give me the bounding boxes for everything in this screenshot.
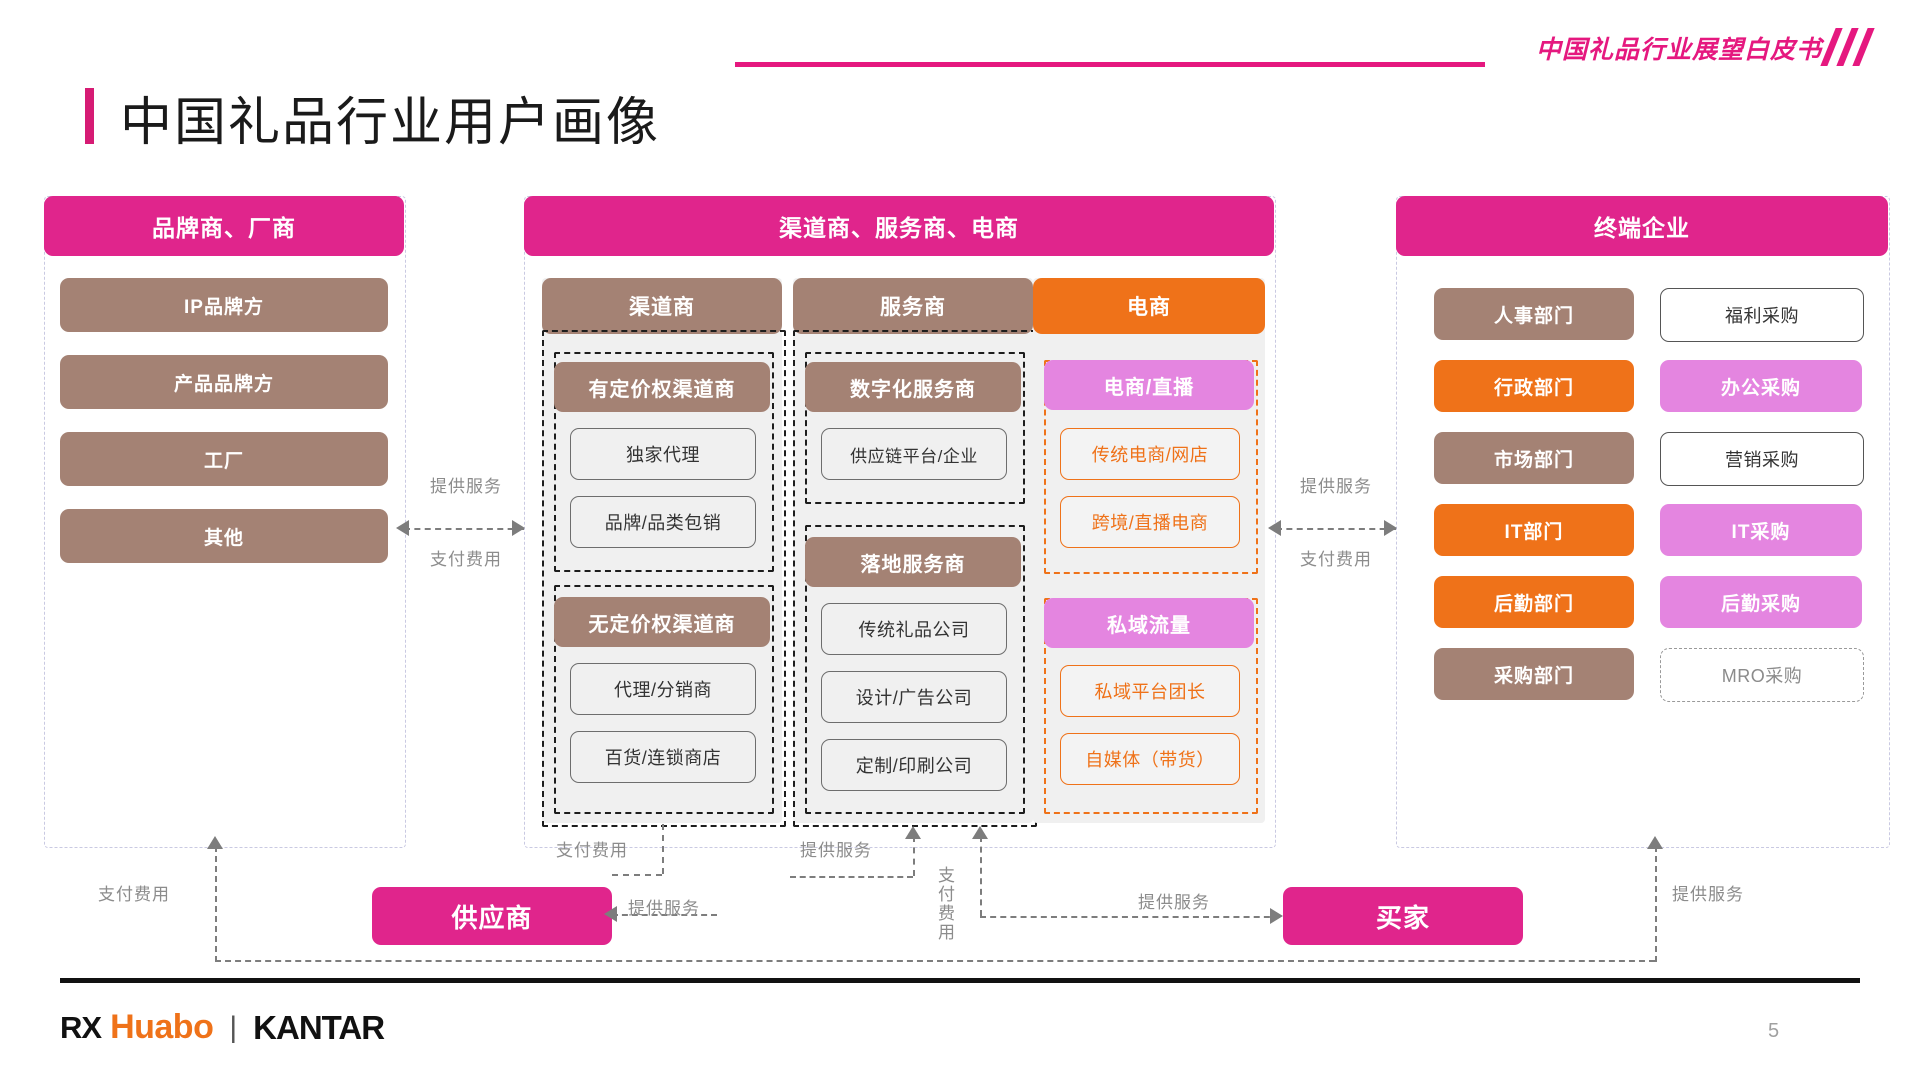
arrow-supplier-out <box>604 906 617 922</box>
brand-huabo-label: Huabo <box>110 1008 214 1046</box>
header-slashes-icon <box>1820 28 1882 68</box>
left-item-3[interactable]: 其他 <box>60 509 388 563</box>
right-purchase-2[interactable]: 营销采购 <box>1660 432 1864 486</box>
connector-channel-to-supplier <box>612 874 662 876</box>
leaf-traditional-gift-company[interactable]: 传统礼品公司 <box>821 603 1007 655</box>
right-dept-2[interactable]: 市场部门 <box>1434 432 1634 484</box>
subgroup-priced-channel-title: 有定价权渠道商 <box>554 362 770 412</box>
arrow-buyer-in <box>1270 908 1283 924</box>
right-dept-1[interactable]: 行政部门 <box>1434 360 1634 412</box>
right-purchase-0[interactable]: 福利采购 <box>1660 288 1864 342</box>
arrow-left-riser <box>207 836 223 849</box>
arrow-middle-right-left <box>1268 520 1281 536</box>
subgroup-digital-service-title: 数字化服务商 <box>805 362 1021 412</box>
label-left-pay-fee: 支付费用 <box>430 550 502 569</box>
footer-rule <box>60 978 1860 983</box>
subgroup-local-service-title: 落地服务商 <box>805 537 1021 587</box>
right-dept-4[interactable]: 后勤部门 <box>1434 576 1634 628</box>
header-watermark: 中国礼品行业展望白皮书 <box>1535 36 1822 64</box>
arrow-middle-right-right <box>1384 520 1397 536</box>
subgroup-digital-service-dashed <box>805 352 1025 504</box>
subgroup-ec-live-title: 电商/直播 <box>1044 360 1254 410</box>
right-purchase-3[interactable]: IT采购 <box>1660 504 1862 556</box>
leaf-design-ad-company[interactable]: 设计/广告公司 <box>821 671 1007 723</box>
supplier-node[interactable]: 供应商 <box>372 887 612 945</box>
right-column-header: 终端企业 <box>1396 196 1888 256</box>
arrow-left-middle-right <box>512 520 525 536</box>
connector-left-middle <box>404 528 524 530</box>
leaf-agent-distributor[interactable]: 代理/分销商 <box>570 663 756 715</box>
label-left-provide-service: 提供服务 <box>430 477 502 496</box>
right-purchase-4[interactable]: 后勤采购 <box>1660 576 1862 628</box>
leaf-department-chain-store[interactable]: 百货/连锁商店 <box>570 731 756 783</box>
arrow-ec-riser <box>972 826 988 839</box>
label-bottom-service-supplier: 提供服务 <box>628 899 700 918</box>
brand-separator: | <box>229 1010 238 1044</box>
label-bottom-service-right: 提供服务 <box>1672 885 1744 904</box>
left-column-header: 品牌商、厂商 <box>44 196 404 256</box>
middle-column-header: 渠道商、服务商、电商 <box>524 196 1274 256</box>
footer-brand: RX Huabo | KANTAR <box>60 1008 385 1047</box>
left-item-2[interactable]: 工厂 <box>60 432 388 486</box>
leaf-custom-print-company[interactable]: 定制/印刷公司 <box>821 739 1007 791</box>
connector-left-riser <box>215 846 217 962</box>
connector-buyer-in <box>980 916 1280 918</box>
left-item-0[interactable]: IP品牌方 <box>60 278 388 332</box>
subgroup-priced-channel-dashed <box>554 352 774 572</box>
right-purchase-1[interactable]: 办公采购 <box>1660 360 1862 412</box>
connector-service-riser <box>913 836 915 876</box>
label-bottom-service-channel: 提供服务 <box>800 841 872 860</box>
label-bottom-service-buyer: 提供服务 <box>1138 893 1210 912</box>
group-channel-title: 渠道商 <box>542 278 782 334</box>
brand-kantar-label: KANTAR <box>253 1008 385 1046</box>
group-ecommerce-title: 电商 <box>1033 278 1265 334</box>
leaf-supplychain-platform[interactable]: 供应链平台/企业 <box>821 428 1007 480</box>
right-purchase-5[interactable]: MRO采购 <box>1660 648 1864 702</box>
subgroup-unpriced-channel-title: 无定价权渠道商 <box>554 597 770 647</box>
brand-rx-logo: RX <box>60 1009 102 1045</box>
leaf-private-platform-leader[interactable]: 私域平台团长 <box>1060 665 1240 717</box>
leaf-exclusive-agent[interactable]: 独家代理 <box>570 428 756 480</box>
arrow-right-riser <box>1647 836 1663 849</box>
group-channel-dashed <box>542 330 786 827</box>
leaf-traditional-ec-store[interactable]: 传统电商/网店 <box>1060 428 1240 480</box>
leaf-brand-category-exclusive[interactable]: 品牌/品类包销 <box>570 496 756 548</box>
arrow-service-riser <box>905 826 921 839</box>
page-number: 5 <box>1768 1020 1780 1042</box>
header-accent-rule <box>735 62 1485 67</box>
connector-channel-riser <box>662 824 664 874</box>
label-right-provide-service: 提供服务 <box>1300 477 1372 496</box>
right-dept-3[interactable]: IT部门 <box>1434 504 1634 556</box>
page-title: 中国礼品行业用户画像 <box>120 94 661 152</box>
connector-service-rail <box>790 876 913 878</box>
label-right-pay-fee: 支付费用 <box>1300 550 1372 569</box>
connector-middle-right <box>1276 528 1396 530</box>
label-bottom-pay-vertical: 支付费用 <box>935 866 954 942</box>
label-bottom-pay-channel: 支付费用 <box>556 841 628 860</box>
buyer-node[interactable]: 买家 <box>1283 887 1523 945</box>
label-bottom-pay-left: 支付费用 <box>98 885 170 904</box>
left-item-1[interactable]: 产品品牌方 <box>60 355 388 409</box>
connector-supplier-out <box>612 914 717 916</box>
subgroup-unpriced-channel-dashed <box>554 585 774 814</box>
arrow-left-middle-left <box>396 520 409 536</box>
leaf-self-media-带货[interactable]: 自媒体（带货） <box>1060 733 1240 785</box>
subgroup-local-service-dashed <box>805 525 1025 814</box>
right-dept-0[interactable]: 人事部门 <box>1434 288 1634 340</box>
connector-bottom-rail <box>215 960 1655 962</box>
right-dept-5[interactable]: 采购部门 <box>1434 648 1634 700</box>
title-accent-bar <box>85 88 94 144</box>
subgroup-private-domain-title: 私域流量 <box>1044 598 1254 648</box>
group-service-title: 服务商 <box>793 278 1033 334</box>
connector-right-riser <box>1655 846 1657 962</box>
connector-ec-riser <box>980 836 982 916</box>
leaf-crossborder-live-ec[interactable]: 跨境/直播电商 <box>1060 496 1240 548</box>
